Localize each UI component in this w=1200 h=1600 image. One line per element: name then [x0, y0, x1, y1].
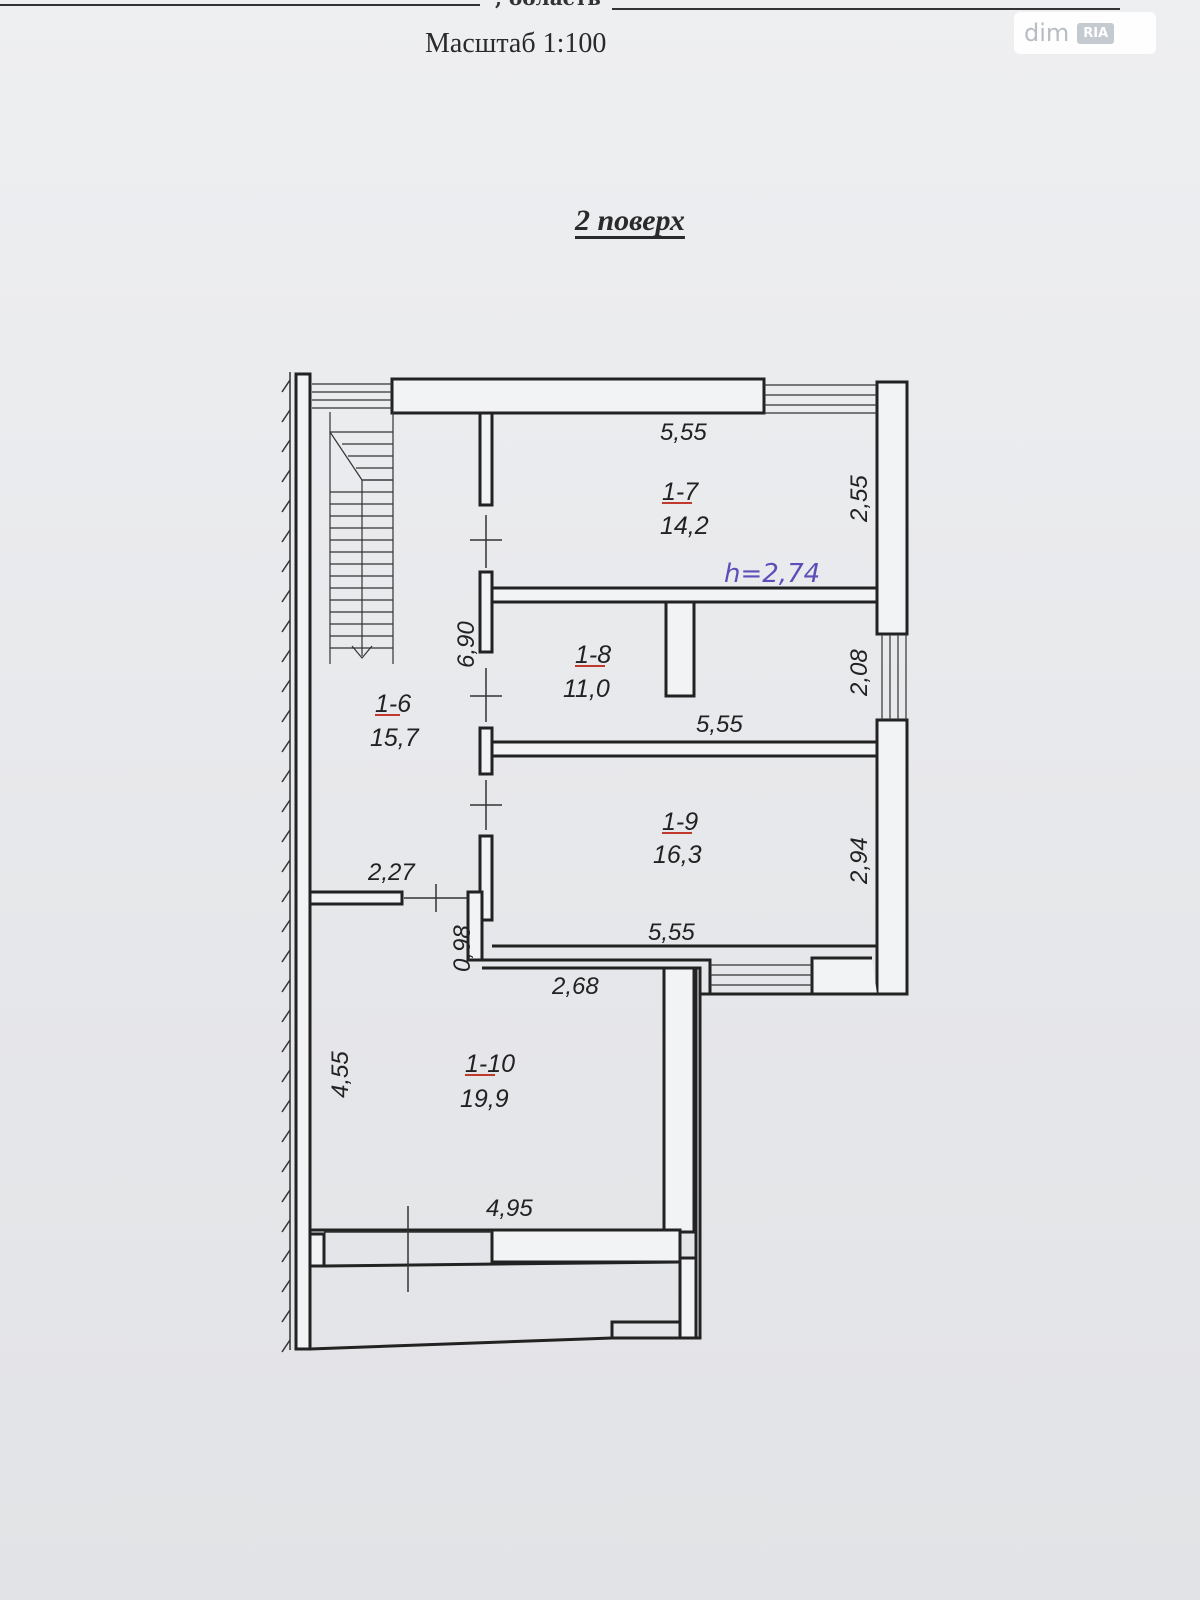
dim-room-9-depth: 2,94: [846, 837, 873, 885]
room-number: 1-8: [575, 641, 611, 669]
room-number: 1-6: [375, 690, 411, 718]
dim-room-9-width: 5,55: [648, 919, 695, 946]
dim-top-width: 5,55: [660, 419, 707, 446]
room-area: 15,7: [370, 724, 420, 752]
scale-label: Масштаб 1:100: [425, 28, 607, 59]
dim-room-10-top: 2,68: [551, 973, 599, 1000]
dim-corridor-length: 6,90: [453, 621, 480, 668]
header-fragment: , область: [495, 0, 601, 10]
room-area: 14,2: [660, 512, 709, 540]
room-area: 16,3: [653, 841, 702, 869]
staircase: [329, 412, 394, 664]
dim-room-8-depth: 2,08: [846, 649, 873, 697]
room-area: 19,9: [460, 1085, 509, 1113]
room-number: 1-9: [662, 808, 698, 836]
doors: [324, 515, 502, 1292]
dim-room-8-width: 5,55: [696, 711, 743, 738]
watermark-ria-logo: RIA: [1077, 22, 1115, 44]
dim-room-7-depth: 2,55: [846, 475, 873, 523]
room-1-8-label: 1-8 11,0: [563, 641, 611, 703]
room-1-9-label: 1-9 16,3: [653, 808, 702, 869]
windows: [312, 383, 907, 986]
room-number: 1-7: [662, 478, 699, 506]
room-1-7-label: 1-7 14,2: [660, 478, 709, 540]
ground-hatching: [281, 372, 291, 1353]
dimension-labels: 5,55 2,55 6,90 2,08 5,55 2,94 2,27 0,98 …: [327, 419, 873, 1222]
dim-corridor-width: 2,27: [367, 859, 416, 886]
ceiling-height-note: h=2,74: [724, 559, 820, 589]
dim-room-10-bottom: 4,95: [486, 1195, 533, 1222]
room-1-6-label: 1-6 15,7: [370, 690, 420, 752]
dim-ria-watermark: dim RIA: [1014, 12, 1156, 54]
watermark-dim-text: dim: [1024, 19, 1070, 47]
dim-passage: 0,98: [449, 925, 476, 972]
walls: [294, 372, 909, 1351]
floor-title: 2 поверх: [575, 204, 685, 237]
room-area: 11,0: [563, 675, 610, 703]
dim-room-10-depth: 4,55: [327, 1051, 354, 1098]
room-number: 1-10: [465, 1050, 515, 1078]
header-rule: [0, 4, 1120, 10]
room-1-10-label: 1-10 19,9: [460, 1050, 515, 1113]
